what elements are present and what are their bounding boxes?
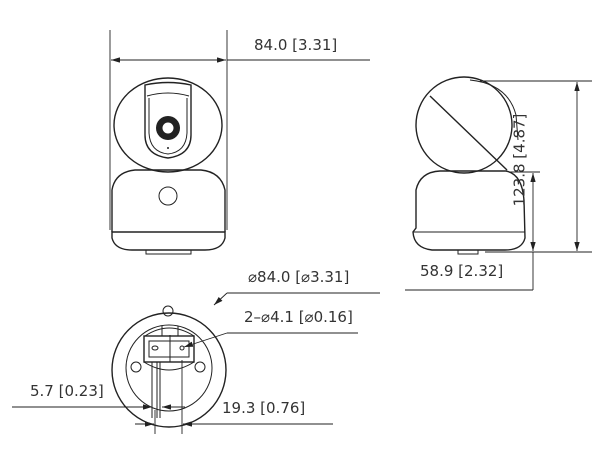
offset-large-label: 19.3 [0.76] (222, 399, 306, 417)
offset-small-label: 5.7 [0.23] (30, 382, 104, 400)
mount-hole (130, 361, 142, 373)
width-dimension-label: 84.0 [3.31] (254, 36, 338, 54)
side-view (405, 76, 592, 291)
mount-holes-label: 2–⌀4.1 [⌀0.16] (244, 308, 353, 326)
mount-hole (194, 361, 206, 373)
mount-hole (162, 305, 174, 317)
front-view (109, 30, 370, 255)
bottom-view (12, 292, 380, 434)
height-dimension-label: 123.8 [4.87] (510, 113, 529, 207)
depth-dimension-label: 58.9 [2.32] (420, 262, 504, 280)
base-diameter-label: ⌀84.0 [⌀3.31] (248, 268, 350, 286)
